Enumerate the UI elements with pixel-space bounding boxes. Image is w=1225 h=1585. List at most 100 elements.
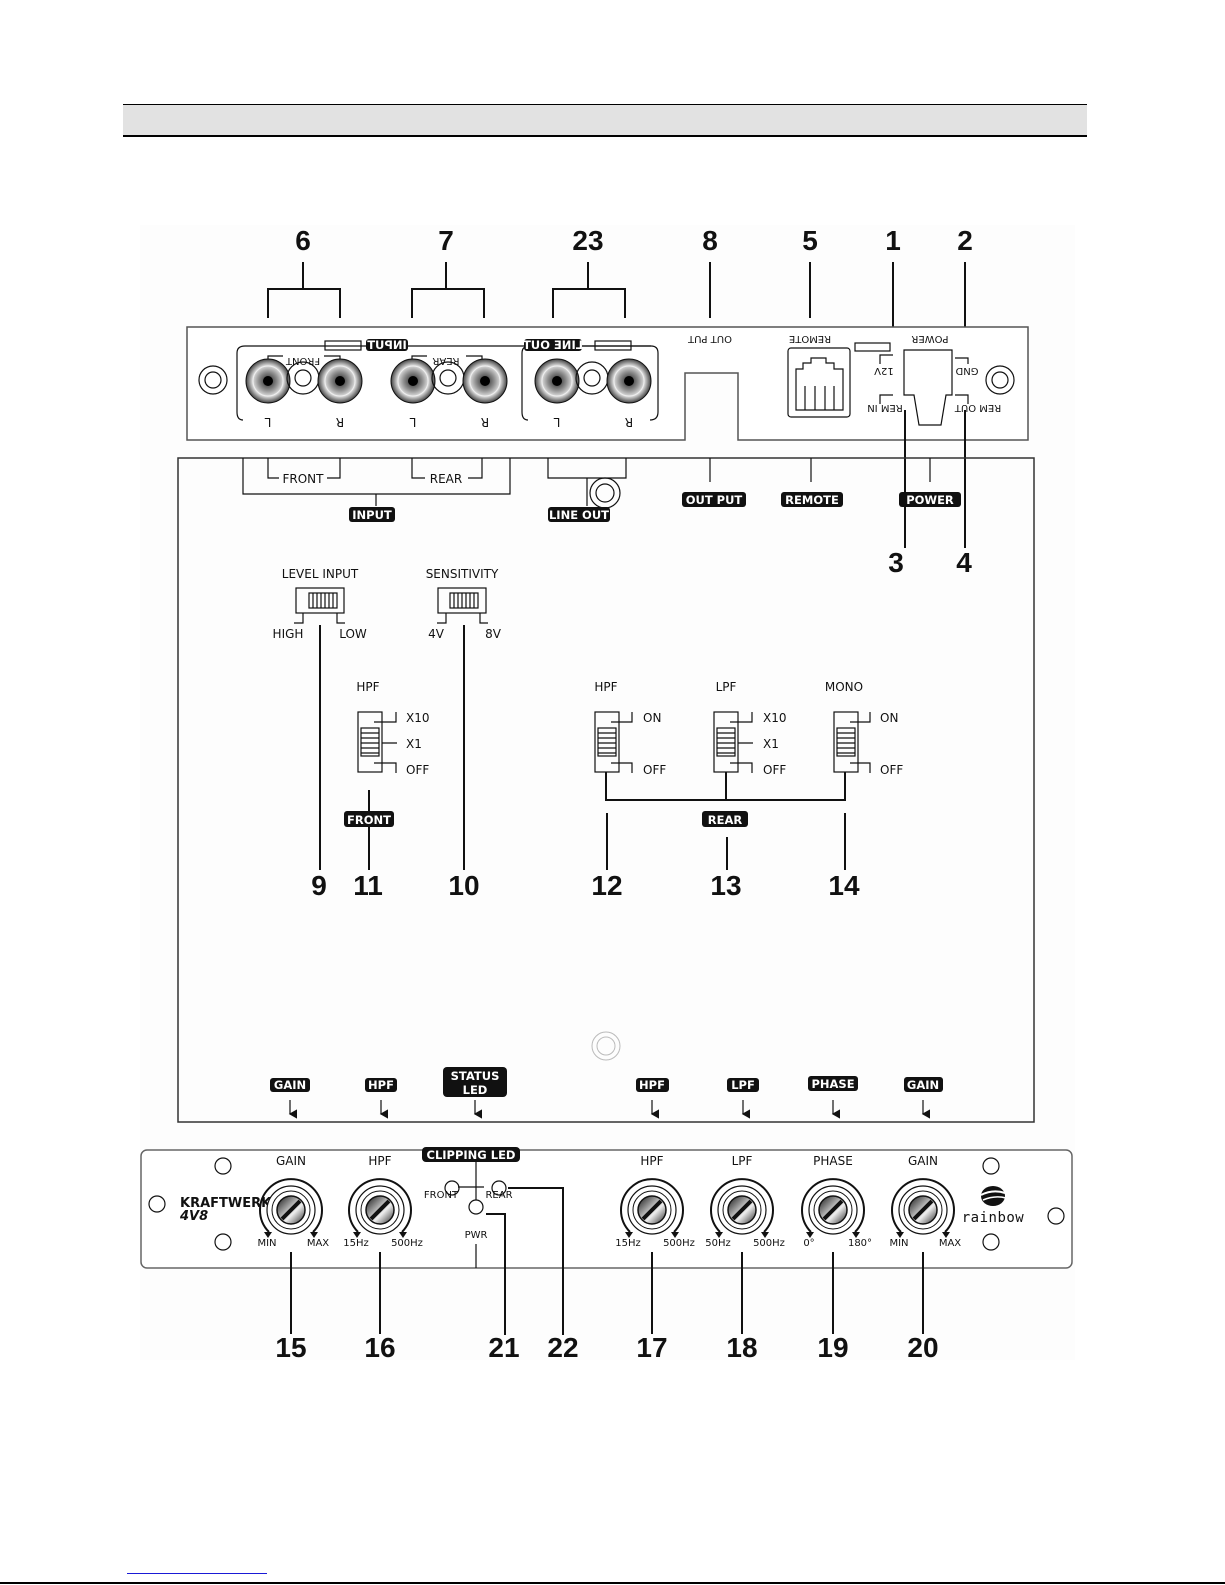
arrow-icon [761, 1232, 769, 1238]
arrow-icon [896, 1232, 904, 1238]
callout-16: 16 [364, 1332, 395, 1363]
hpf-badge-label: HPF [368, 1078, 394, 1092]
lineout-bracket [547, 458, 627, 506]
mount-hole-icon [595, 483, 615, 503]
pwr-led-label: PWR [465, 1230, 488, 1241]
l-label: L [409, 415, 416, 429]
knob-max-label: 500Hz [753, 1238, 785, 1249]
power-terminal-icon[interactable] [903, 349, 953, 426]
knob-ring [360, 1190, 400, 1230]
rear-hpf-ticks [611, 712, 633, 773]
sensitivity-8v: 8V [485, 627, 502, 641]
knob-slot-icon [641, 1199, 663, 1221]
knob-range-arc-icon [348, 1178, 412, 1233]
screw-hole-icon [1047, 1207, 1065, 1225]
knob-title: HPF [368, 1154, 391, 1168]
rca-front-l-icon[interactable] [245, 358, 291, 404]
knob-slot-icon [822, 1199, 844, 1221]
connector-legend: FRONT REAR INPUT LINE OUT OUT PUT REMOTE… [242, 458, 961, 522]
rear-lpf-off: OFF [763, 763, 786, 777]
pwr-led-icon [468, 1199, 484, 1215]
mono-on: ON [880, 711, 898, 725]
leaders-3-4 [904, 410, 966, 548]
sensitivity-switch[interactable] [437, 587, 487, 614]
r-label: R [625, 415, 633, 429]
callout-10: 10 [448, 870, 479, 901]
arrow-icon [806, 1232, 814, 1238]
rear-hpf-on: ON [643, 711, 661, 725]
r-label: R [336, 415, 344, 429]
power-badge [899, 492, 961, 507]
rear-switch-bus [605, 772, 846, 801]
knob-slot-icon [731, 1199, 753, 1221]
arrow-icon [671, 1232, 679, 1238]
rca-rear-r-icon[interactable] [462, 358, 508, 404]
gnd-label: GND [955, 365, 978, 376]
rem-out-label: REM OUT [954, 402, 1001, 413]
knob-slot-icon [912, 1199, 934, 1221]
clipping-led-badge [422, 1147, 520, 1162]
hpf-badge [365, 1078, 397, 1092]
lineout-label-slot [594, 340, 632, 351]
rca-lineout-r-icon[interactable] [606, 358, 652, 404]
mono-switch[interactable] [833, 711, 859, 773]
page-bottom-rule [0, 1582, 1225, 1584]
knob-max-label: MAX [939, 1238, 961, 1249]
phase-badge-label: PHASE [811, 1077, 854, 1091]
knob-title: GAIN [276, 1154, 306, 1168]
rainbow-logo-icon [980, 1186, 1007, 1206]
mount-hole-icon [991, 371, 1009, 389]
rca-front-r-icon[interactable] [317, 358, 363, 404]
output-badge [682, 492, 746, 507]
rear-connector-label: REAR [430, 472, 462, 486]
callout-17: 17 [636, 1332, 667, 1363]
rear-lpf-ticks [730, 712, 753, 773]
lpf-badge-label: LPF [731, 1078, 755, 1092]
rca-rear-l-icon[interactable] [390, 358, 436, 404]
callout-7: 7 [438, 225, 454, 256]
arrow-icon [852, 1232, 860, 1238]
callout-13: 13 [710, 870, 741, 901]
mono-ticks [850, 712, 871, 773]
level-input-switch[interactable] [295, 587, 345, 614]
knob-title: PHASE [813, 1154, 853, 1168]
callout-15: 15 [275, 1332, 306, 1363]
rca-spacer-inner [439, 369, 457, 387]
callout-23: 23 [572, 225, 603, 256]
rear-badge [702, 811, 748, 827]
knob-slot-icon [369, 1199, 391, 1221]
hpf-badge [636, 1078, 669, 1092]
knob-title: HPF [640, 1154, 663, 1168]
knob-max-label: MAX [307, 1238, 329, 1249]
knob-min-label: 50Hz [705, 1238, 731, 1249]
rca-lineout-l-icon[interactable] [534, 358, 580, 404]
rj-remote-port-icon[interactable] [787, 347, 851, 418]
mono-title: MONO [825, 680, 863, 694]
knob-ring [722, 1190, 762, 1230]
callout-12: 12 [591, 870, 622, 901]
mono-off: OFF [880, 763, 903, 777]
12v-label: 12V [874, 365, 894, 376]
rear-hpf-switch[interactable] [594, 711, 620, 773]
level-input-title: LEVEL INPUT [282, 567, 359, 581]
front-led-label: FRONT [424, 1190, 459, 1201]
rca-jacks [245, 358, 652, 404]
level-input-low: LOW [339, 627, 367, 641]
mount-hole-icon [589, 477, 621, 509]
power-label-slot [854, 342, 891, 352]
arrow-icon [310, 1232, 318, 1238]
sensitivity-title: SENSITIVITY [426, 567, 499, 581]
front-hpf-switch[interactable] [357, 711, 383, 773]
knob-ring [271, 1190, 311, 1230]
sensitivity-ticks [437, 613, 488, 624]
callout-8: 8 [702, 225, 718, 256]
callout-19: 19 [817, 1332, 848, 1363]
